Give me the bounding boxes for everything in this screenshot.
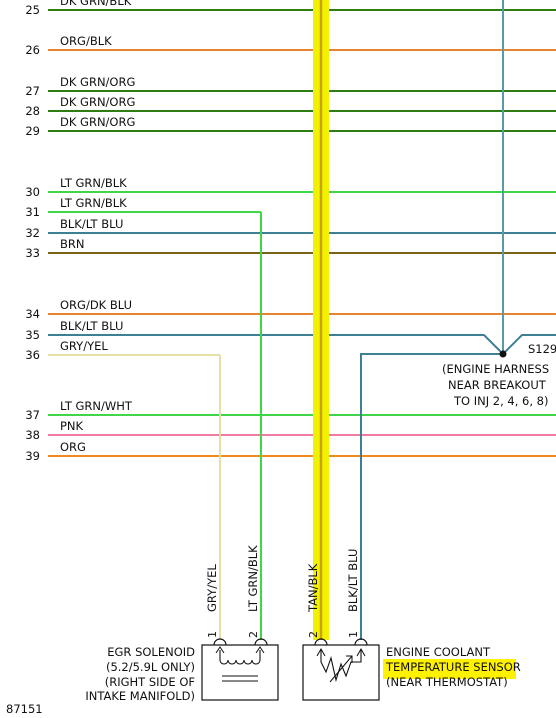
circuit-29: 29 DK GRN/ORG xyxy=(25,115,556,138)
splice-node xyxy=(499,350,507,358)
ect-name-line-3: (NEAR THERMOSTAT) xyxy=(386,675,508,689)
circuit-25: 25 DK GRN/BLK xyxy=(25,0,556,17)
circuit-35: 35 BLK/LT BLU xyxy=(25,319,556,355)
circuit-28: 28 DK GRN/ORG xyxy=(25,95,556,118)
circuit-wire xyxy=(48,334,556,355)
ect-name-line-1: ENGINE COOLANT xyxy=(386,645,491,659)
circuit-label: DK GRN/ORG xyxy=(60,115,135,129)
circuit-number: 35 xyxy=(25,328,40,342)
circuit-number: 33 xyxy=(25,246,40,260)
circuit-36: 36 GRY/YEL xyxy=(25,339,220,362)
circuit-label: ORG/DK BLU xyxy=(60,298,132,312)
circuit-number: 29 xyxy=(25,124,40,138)
circuit-number: 36 xyxy=(25,348,40,362)
circuit-34: 34 ORG/DK BLU xyxy=(25,298,556,321)
splice-id: S129 xyxy=(528,342,556,356)
connector-terminal xyxy=(314,638,328,646)
circuit-label: BLK/LT BLU xyxy=(60,319,123,333)
wire-label-tan-blk: TAN/BLK xyxy=(306,563,320,613)
circuit-number: 28 xyxy=(25,104,40,118)
circuit-wires: 25 DK GRN/BLK 26 ORG/BLK 27 DK GRN/ORG 28 DK GR… xyxy=(25,0,556,463)
circuit-label: ORG xyxy=(60,440,86,454)
egr-name-line-1: EGR SOLENOID xyxy=(107,645,195,659)
circuit-label: BLK/LT BLU xyxy=(60,217,123,231)
terminal-arrow-icon xyxy=(215,646,265,654)
egr-name-line-2: (5.2/5.9L ONLY) xyxy=(106,660,195,674)
pin-number: 1 xyxy=(206,631,219,638)
egr-name-line-3: (RIGHT SIDE OF xyxy=(105,675,195,689)
circuit-number: 32 xyxy=(25,226,40,240)
circuit-label: DK GRN/ORG xyxy=(60,95,135,109)
connector-terminal xyxy=(254,638,268,646)
highlight-temperature-sensor xyxy=(383,659,516,679)
circuit-label: GRY/YEL xyxy=(60,339,108,353)
circuit-26: 26 ORG/BLK xyxy=(25,34,556,57)
pin-number: 2 xyxy=(247,631,260,638)
circuit-30: 30 LT GRN/BLK xyxy=(25,176,556,199)
circuit-label: DK GRN/BLK xyxy=(60,0,132,8)
circuit-number: 38 xyxy=(25,428,40,442)
circuit-37: 37 LT GRN/WHT xyxy=(25,399,556,422)
circuit-number: 37 xyxy=(25,408,40,422)
circuit-31: 31 LT GRN/BLK xyxy=(25,196,261,219)
ect-sensor-box xyxy=(302,644,380,701)
circuit-label: PNK xyxy=(60,419,84,433)
connector-terminal xyxy=(213,638,227,646)
circuit-label: BRN xyxy=(60,237,84,251)
circuit-38: 38 PNK xyxy=(25,419,556,442)
circuit-number: 34 xyxy=(25,307,40,321)
circuit-32: 32 BLK/LT BLU xyxy=(25,217,556,240)
egr-solenoid-box xyxy=(201,644,279,701)
circuit-number: 30 xyxy=(25,185,40,199)
pin-number: 1 xyxy=(347,631,360,638)
splice-note-line-1: (ENGINE HARNESS xyxy=(442,362,549,376)
ect-name-line-2: TEMPERATURE SENSOR xyxy=(385,660,521,674)
circuit-label: DK GRN/ORG xyxy=(60,75,135,89)
egr-solenoid xyxy=(201,644,279,701)
pin-number: 2 xyxy=(307,631,320,638)
wire-label-blk-lt-blu: BLK/LT BLU xyxy=(346,549,360,612)
circuit-number: 39 xyxy=(25,449,40,463)
wire-label-gry-yel: GRY/YEL xyxy=(205,564,219,612)
circuit-33: 33 BRN xyxy=(25,237,556,260)
egr-name-line-4: INTAKE MANIFOLD) xyxy=(85,689,195,703)
circuit-label: LT GRN/BLK xyxy=(60,176,127,190)
terminal-arrow-icon xyxy=(316,647,366,657)
circuit-number: 26 xyxy=(25,43,40,57)
circuit-number: 31 xyxy=(25,205,40,219)
vertical-wires xyxy=(219,0,504,640)
figure-id: 87151 xyxy=(6,702,43,716)
circuit-number: 25 xyxy=(25,3,40,17)
circuit-39: 39 ORG xyxy=(25,440,556,463)
circuit-27: 27 DK GRN/ORG xyxy=(25,75,556,98)
wire-label-lt-grn-blk: LT GRN/BLK xyxy=(246,545,260,612)
circuit-label: ORG/BLK xyxy=(60,34,112,48)
connector-terminal xyxy=(354,638,368,646)
variable-arrow-icon xyxy=(329,655,353,683)
splice-note-line-3: TO INJ 2, 4, 6, 8) xyxy=(453,394,548,408)
blk-lt-blu-wire xyxy=(360,353,503,640)
circuit-label: LT GRN/BLK xyxy=(60,196,127,210)
circuit-label: LT GRN/WHT xyxy=(60,399,133,413)
coil-icon xyxy=(219,650,261,682)
splice-note-line-2: NEAR BREAKOUT xyxy=(448,378,547,392)
circuit-number: 27 xyxy=(25,84,40,98)
coolant-temperature-sensor xyxy=(302,644,380,701)
